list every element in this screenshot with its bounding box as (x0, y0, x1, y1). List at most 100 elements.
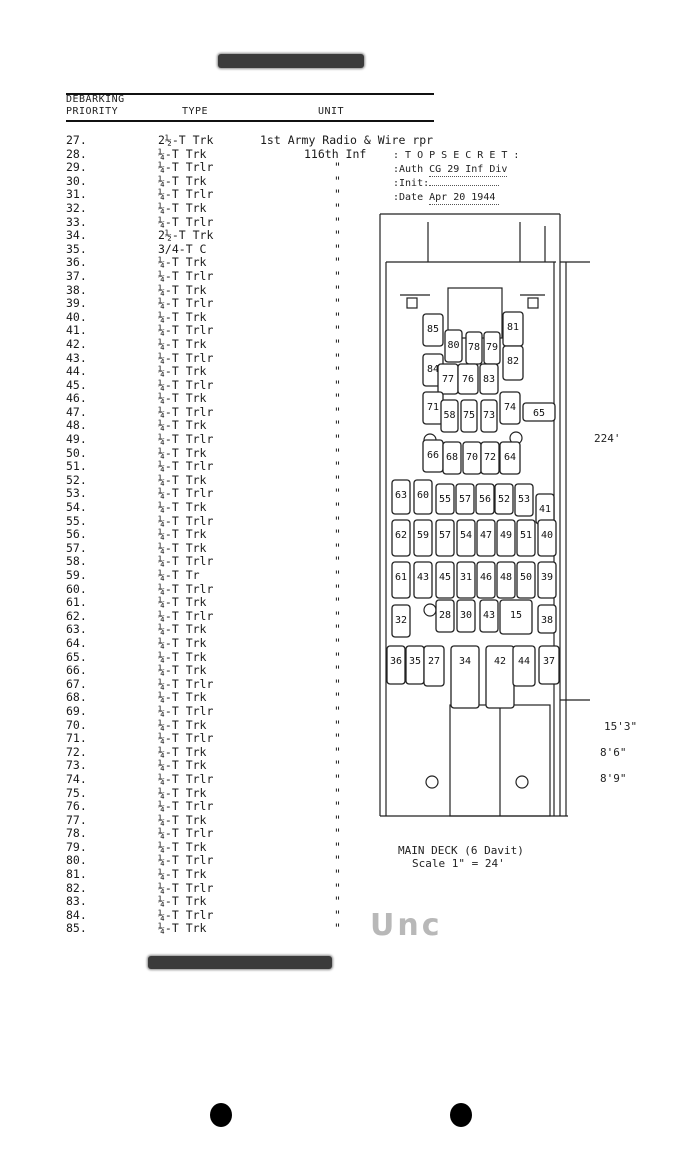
row-unit: " (334, 540, 341, 555)
row-priority: 77. (66, 812, 87, 827)
stamp-auth-line: :Auth CG 29 Inf Div (393, 163, 555, 177)
row-priority: 70. (66, 717, 87, 732)
row-unit: " (334, 826, 341, 841)
deck-dim-total: 224' (594, 432, 621, 445)
row-priority: 73. (66, 758, 87, 773)
row-unit: " (334, 296, 341, 311)
row-type: ¼-T Trk (158, 540, 207, 555)
row-unit: " (334, 676, 341, 691)
row-priority: 49. (66, 432, 87, 447)
row-priority: 53. (66, 486, 87, 501)
table-row: 79.¼-T Trk" (0, 839, 690, 855)
row-unit: " (334, 921, 341, 936)
row-unit: " (334, 799, 341, 814)
row-type: ¼-T Trlr (158, 853, 214, 868)
row-type: ¼-T Trk (158, 622, 207, 637)
row-priority: 68. (66, 690, 87, 705)
row-priority: 47. (66, 404, 87, 419)
row-type: ¼-T Trlr (158, 187, 214, 202)
row-type: ¼-T Trk (158, 595, 207, 610)
table-row: 65.¼-T Trk" (0, 649, 690, 665)
row-priority: 29. (66, 160, 87, 175)
row-priority: 37. (66, 268, 87, 283)
row-type: ¼-T Trk (158, 472, 207, 487)
header-type: TYPE (182, 106, 209, 117)
table-row: 85.¼-T Trk" (0, 922, 690, 936)
row-priority: 82. (66, 880, 87, 895)
row-unit: " (334, 187, 341, 202)
row-type: ¼-T Tr (158, 568, 200, 582)
table-row: 30.¼-T Trk" (0, 174, 690, 189)
row-type: ¼-T Trk (158, 200, 207, 215)
row-priority: 35. (66, 241, 87, 256)
table-row: 71.¼-T Trlr" (0, 732, 690, 746)
row-priority: 48. (66, 418, 87, 433)
table-row: 67.¼-T Trlr" (0, 676, 690, 692)
row-type: ¼-T Trk (158, 500, 207, 515)
row-unit: " (334, 527, 341, 542)
deck-scale: Scale 1" = 24' (412, 857, 505, 870)
header-unit: UNIT (318, 106, 345, 117)
row-unit: " (334, 350, 341, 365)
stamp-init-label: :Init: (393, 178, 430, 189)
row-unit: " (334, 255, 341, 270)
table-row: 54.¼-T Trk" (0, 500, 690, 515)
row-unit: 1st Army Radio & Wire rpr (260, 133, 434, 147)
table-row: 77.¼-T Trk" (0, 812, 690, 828)
row-unit: " (334, 500, 341, 515)
row-priority: 58. (66, 554, 87, 569)
table-row: 42.¼-T Trk" (0, 336, 690, 352)
table-row: 37.¼-T Trlr" (0, 268, 690, 284)
row-unit: " (334, 758, 341, 773)
row-unit: " (334, 472, 341, 487)
row-unit: " (334, 717, 341, 732)
row-priority: 65. (66, 649, 87, 664)
table-row: 62.¼-T Trlr" (0, 608, 690, 624)
row-type: ¼-T Trk (158, 364, 207, 379)
row-unit: " (334, 323, 341, 338)
row-type: ¼-T Trk (158, 867, 207, 882)
row-type: ¼-T Trlr (158, 731, 214, 746)
row-type: ¼-T Trlr (158, 513, 214, 528)
table-row: 78.¼-T Trlr" (0, 827, 690, 841)
table-row: 57.¼-T Trk" (0, 540, 690, 556)
table-row: 48.¼-T Trk" (0, 419, 690, 433)
row-unit: " (334, 228, 341, 243)
redacted-classification-bottom (148, 956, 332, 969)
deck-dim-c: 8'9" (600, 772, 627, 785)
table-row: 58.¼-T Trlr" (0, 555, 690, 569)
redacted-classification-top (218, 54, 364, 68)
row-type: ¼-T Trk (158, 336, 207, 351)
row-priority: 62. (66, 608, 87, 623)
table-row: 35.3/4-T C" (0, 241, 690, 257)
binder-hole-right (450, 1103, 472, 1127)
row-unit: " (334, 404, 341, 419)
table-row: 45.¼-T Trlr" (0, 377, 690, 393)
row-unit: " (334, 595, 341, 610)
header-rule-bottom (66, 120, 434, 122)
table-row: 72.¼-T Trk" (0, 744, 690, 760)
row-unit: " (334, 907, 341, 922)
binder-hole-left (210, 1103, 232, 1127)
row-unit: " (334, 744, 341, 759)
row-type: ¼-T Trk (158, 255, 207, 270)
row-unit: " (334, 581, 341, 596)
table-row: 60.¼-T Trlr" (0, 581, 690, 597)
row-type: ¼-T Trlr (158, 404, 214, 419)
row-type: ¼-T Trlr (158, 703, 214, 718)
row-priority: 42. (66, 336, 87, 351)
table-row: 51.¼-T Trlr" (0, 460, 690, 474)
table-row: 76.¼-T Trlr" (0, 799, 690, 814)
row-type: 3/4-T C (158, 241, 207, 256)
table-row: 61.¼-T Trk" (0, 596, 690, 610)
row-unit: " (334, 459, 341, 474)
row-unit: " (334, 839, 341, 854)
table-row: 64.¼-T Trk" (0, 636, 690, 651)
row-type: ¼-T Trlr (158, 323, 214, 338)
row-type: ¼-T Trlr (158, 377, 214, 392)
row-priority: 31. (66, 187, 87, 202)
row-unit: " (334, 513, 341, 528)
row-type: ¼-T Trlr (158, 160, 214, 175)
